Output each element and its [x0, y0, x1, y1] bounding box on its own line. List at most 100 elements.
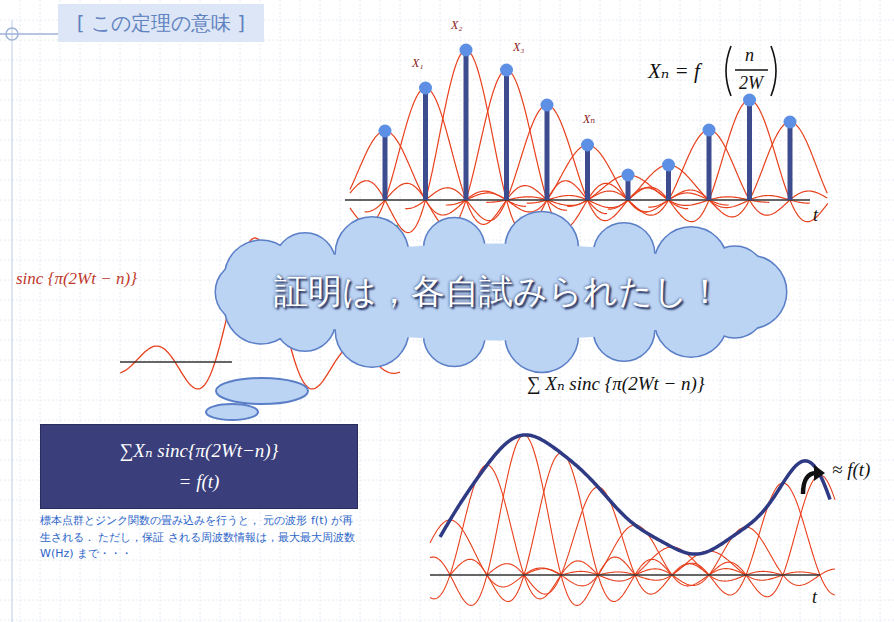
cloud-bump [424, 218, 484, 278]
sample-stem [423, 92, 428, 200]
sample-dot [743, 94, 756, 107]
sample-dot [379, 125, 392, 138]
sample-dot [581, 139, 594, 152]
paren-right [771, 46, 776, 96]
sample-stem [666, 169, 671, 200]
sample-dot [784, 116, 797, 129]
cloud-fill [424, 306, 484, 366]
formula-text: ≈ f(t) [832, 458, 870, 482]
fraction-denominator: 2W [739, 72, 763, 95]
sinc-curve [430, 435, 635, 605]
grid-line [0, 200, 894, 201]
time-axis [430, 574, 820, 575]
sinc-curve [405, 105, 688, 221]
thought-cloud: 証明は，各自試みられたし！ [214, 222, 782, 362]
grid-line [0, 140, 894, 141]
thought-bubble [206, 404, 258, 420]
grid-line [0, 420, 894, 421]
grid-line [800, 0, 801, 622]
sample-stem [585, 149, 590, 200]
grid-line [0, 60, 894, 61]
sample-dot [622, 169, 635, 182]
grid-line [840, 0, 841, 622]
formula-text: ∑Xₙ sinc{π(2Wt−n)} [120, 436, 279, 466]
sample-dot [460, 44, 473, 57]
pointer-arrow [803, 465, 825, 494]
grid-line [40, 0, 41, 622]
grid-line [820, 0, 821, 622]
sinc-curve [365, 70, 648, 228]
cloud-text: 証明は，各自試みられたし！ [274, 269, 722, 315]
sinc-curve [608, 100, 828, 222]
grid-line [0, 400, 894, 401]
grid-line [0, 620, 894, 621]
sample-label: Xₙ [582, 112, 596, 127]
sinc-curve [672, 483, 835, 595]
grid-line [0, 120, 894, 121]
grid-line [0, 600, 894, 601]
reconstructed-waveform [440, 435, 830, 554]
grid-line [880, 0, 881, 622]
sample-stem [788, 126, 793, 200]
crosshair-circle [6, 28, 18, 40]
formula-text: Xₙ = f [648, 58, 700, 84]
margin-line [11, 20, 12, 622]
grid-line [140, 0, 141, 622]
cloud-bump [424, 306, 484, 366]
arrow-head [814, 465, 825, 481]
formula-text: ∑ Xₙ sinc {π(2Wt − n)} [527, 372, 705, 396]
thought-bubbles [206, 378, 308, 420]
sinc-curve [648, 122, 827, 217]
formula-text: sinc {π(2Wt − n)} [16, 268, 137, 289]
sample-dot [703, 124, 716, 137]
grid-line [0, 380, 894, 381]
sample-stem [464, 54, 469, 200]
slide-title: [ この定理の意味 ] [58, 4, 264, 42]
fraction-numerator: n [745, 44, 754, 67]
sample-stem [545, 109, 550, 200]
sample-dot [662, 159, 675, 172]
axis-label: t [813, 204, 818, 227]
thought-bubble [216, 378, 308, 404]
explanation-note: 標本点群とジンク関数の畳み込みを行うと， 元の波形 f(t) が再生される． た… [40, 513, 358, 563]
sample-dot [419, 82, 432, 95]
grid-line [160, 0, 161, 622]
sample-stem [383, 135, 388, 200]
grid-line [200, 0, 201, 622]
sample-stem [747, 104, 752, 200]
sample-stem [626, 179, 631, 200]
sample-stem-plot [345, 44, 828, 233]
grid-line [80, 0, 81, 622]
sample-label: X₂ [450, 18, 464, 33]
formula-text: = f(t) [179, 467, 220, 497]
time-axis [345, 199, 810, 200]
sample-label: X₁ [411, 56, 425, 71]
sinc-curve [524, 525, 746, 586]
grid-line [180, 0, 181, 622]
grid-line [120, 0, 121, 622]
sample-label: X₃ [512, 40, 526, 55]
sinc-curve [350, 88, 567, 224]
grid-line [0, 180, 894, 181]
sinc-curve [430, 465, 598, 599]
sample-dot [500, 64, 513, 77]
time-axis [120, 361, 232, 362]
paren-left [726, 46, 731, 96]
fraction-bar [735, 69, 768, 70]
grid-line [20, 0, 21, 622]
reconstruction-plot [430, 435, 835, 605]
sample-dot [541, 99, 554, 112]
axis-label: t [812, 586, 817, 609]
grid-line [860, 0, 861, 622]
grid-line [100, 0, 101, 622]
grid-line [60, 0, 61, 622]
sample-stem [504, 74, 509, 200]
formula-box: ∑Xₙ sinc{π(2Wt−n)}= f(t) [40, 424, 358, 509]
grid-line [220, 0, 221, 622]
cloud-fill [424, 218, 484, 278]
sinc-curve [709, 475, 835, 597]
grid-line [0, 560, 894, 561]
grid-line [0, 160, 894, 161]
